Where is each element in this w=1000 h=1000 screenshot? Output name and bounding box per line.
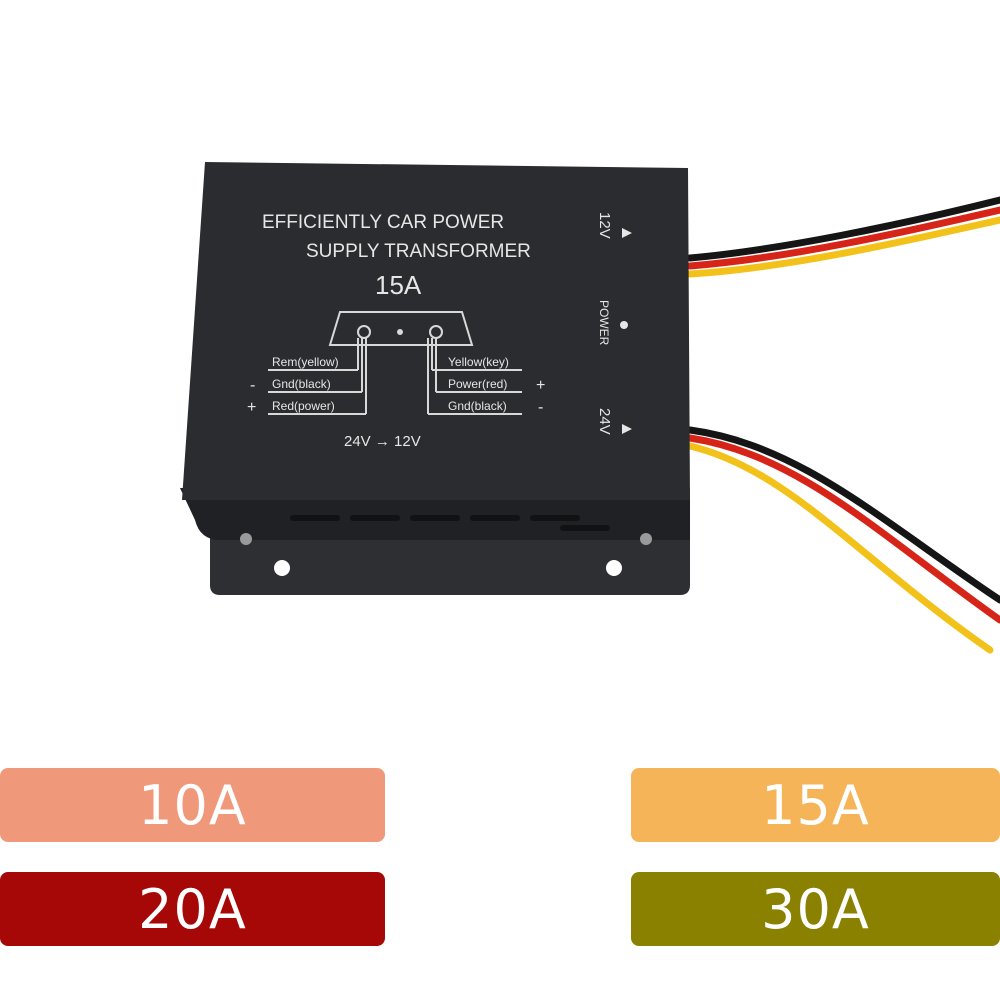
right-label-power: Power(red) [448,377,507,391]
left-label-gnd: Gnd(black) [272,377,331,391]
option-15a[interactable]: 15A [631,768,1000,842]
wiring-diagram [268,311,522,415]
wire-bundle-12v [686,196,1000,278]
arrow-24v-icon [622,424,632,434]
mounting-hole-right [606,560,622,576]
right-label-gnd: Gnd(black) [448,399,507,413]
conversion-label: 24V → 12V [344,433,421,450]
case-top-panel [182,162,690,500]
vent-slots [290,515,610,531]
wire-bundle-24v [686,426,1000,654]
product-title-line1: EFFICIENTLY CAR POWER [262,212,504,233]
left-sign-plus: + [247,399,256,416]
product-photo: EFFICIENTLY CAR POWER SUPPLY TRANSFORMER… [180,162,1000,654]
option-30a[interactable]: 30A [631,872,1000,946]
product-title-line2: SUPPLY TRANSFORMER [306,241,531,262]
converter-illustration: EFFICIENTLY CAR POWER SUPPLY TRANSFORMER… [180,162,1000,654]
option-20a[interactable]: 20A [0,872,385,946]
side-label-power: POWER [597,300,611,346]
screw-right [640,533,652,545]
center-dot [397,329,403,335]
side-label-24v: 24V [596,408,613,435]
product-rating: 15A [375,270,422,300]
right-sign-minus: - [538,399,543,416]
right-sign-plus: + [536,377,545,394]
right-label-yellow: Yellow(key) [448,355,509,369]
power-led-icon [620,321,628,329]
mounting-flange [210,530,690,595]
left-label-rem: Rem(yellow) [272,355,339,369]
left-label-red: Red(power) [272,399,335,413]
terminal-left [357,325,371,339]
screw-left [240,533,252,545]
left-sign-minus: - [250,377,255,394]
mounting-hole-left [274,560,290,576]
side-label-12v: 12V [596,212,613,239]
arrow-12v-icon [622,228,632,238]
terminal-right [429,325,443,339]
option-10a[interactable]: 10A [0,768,385,842]
